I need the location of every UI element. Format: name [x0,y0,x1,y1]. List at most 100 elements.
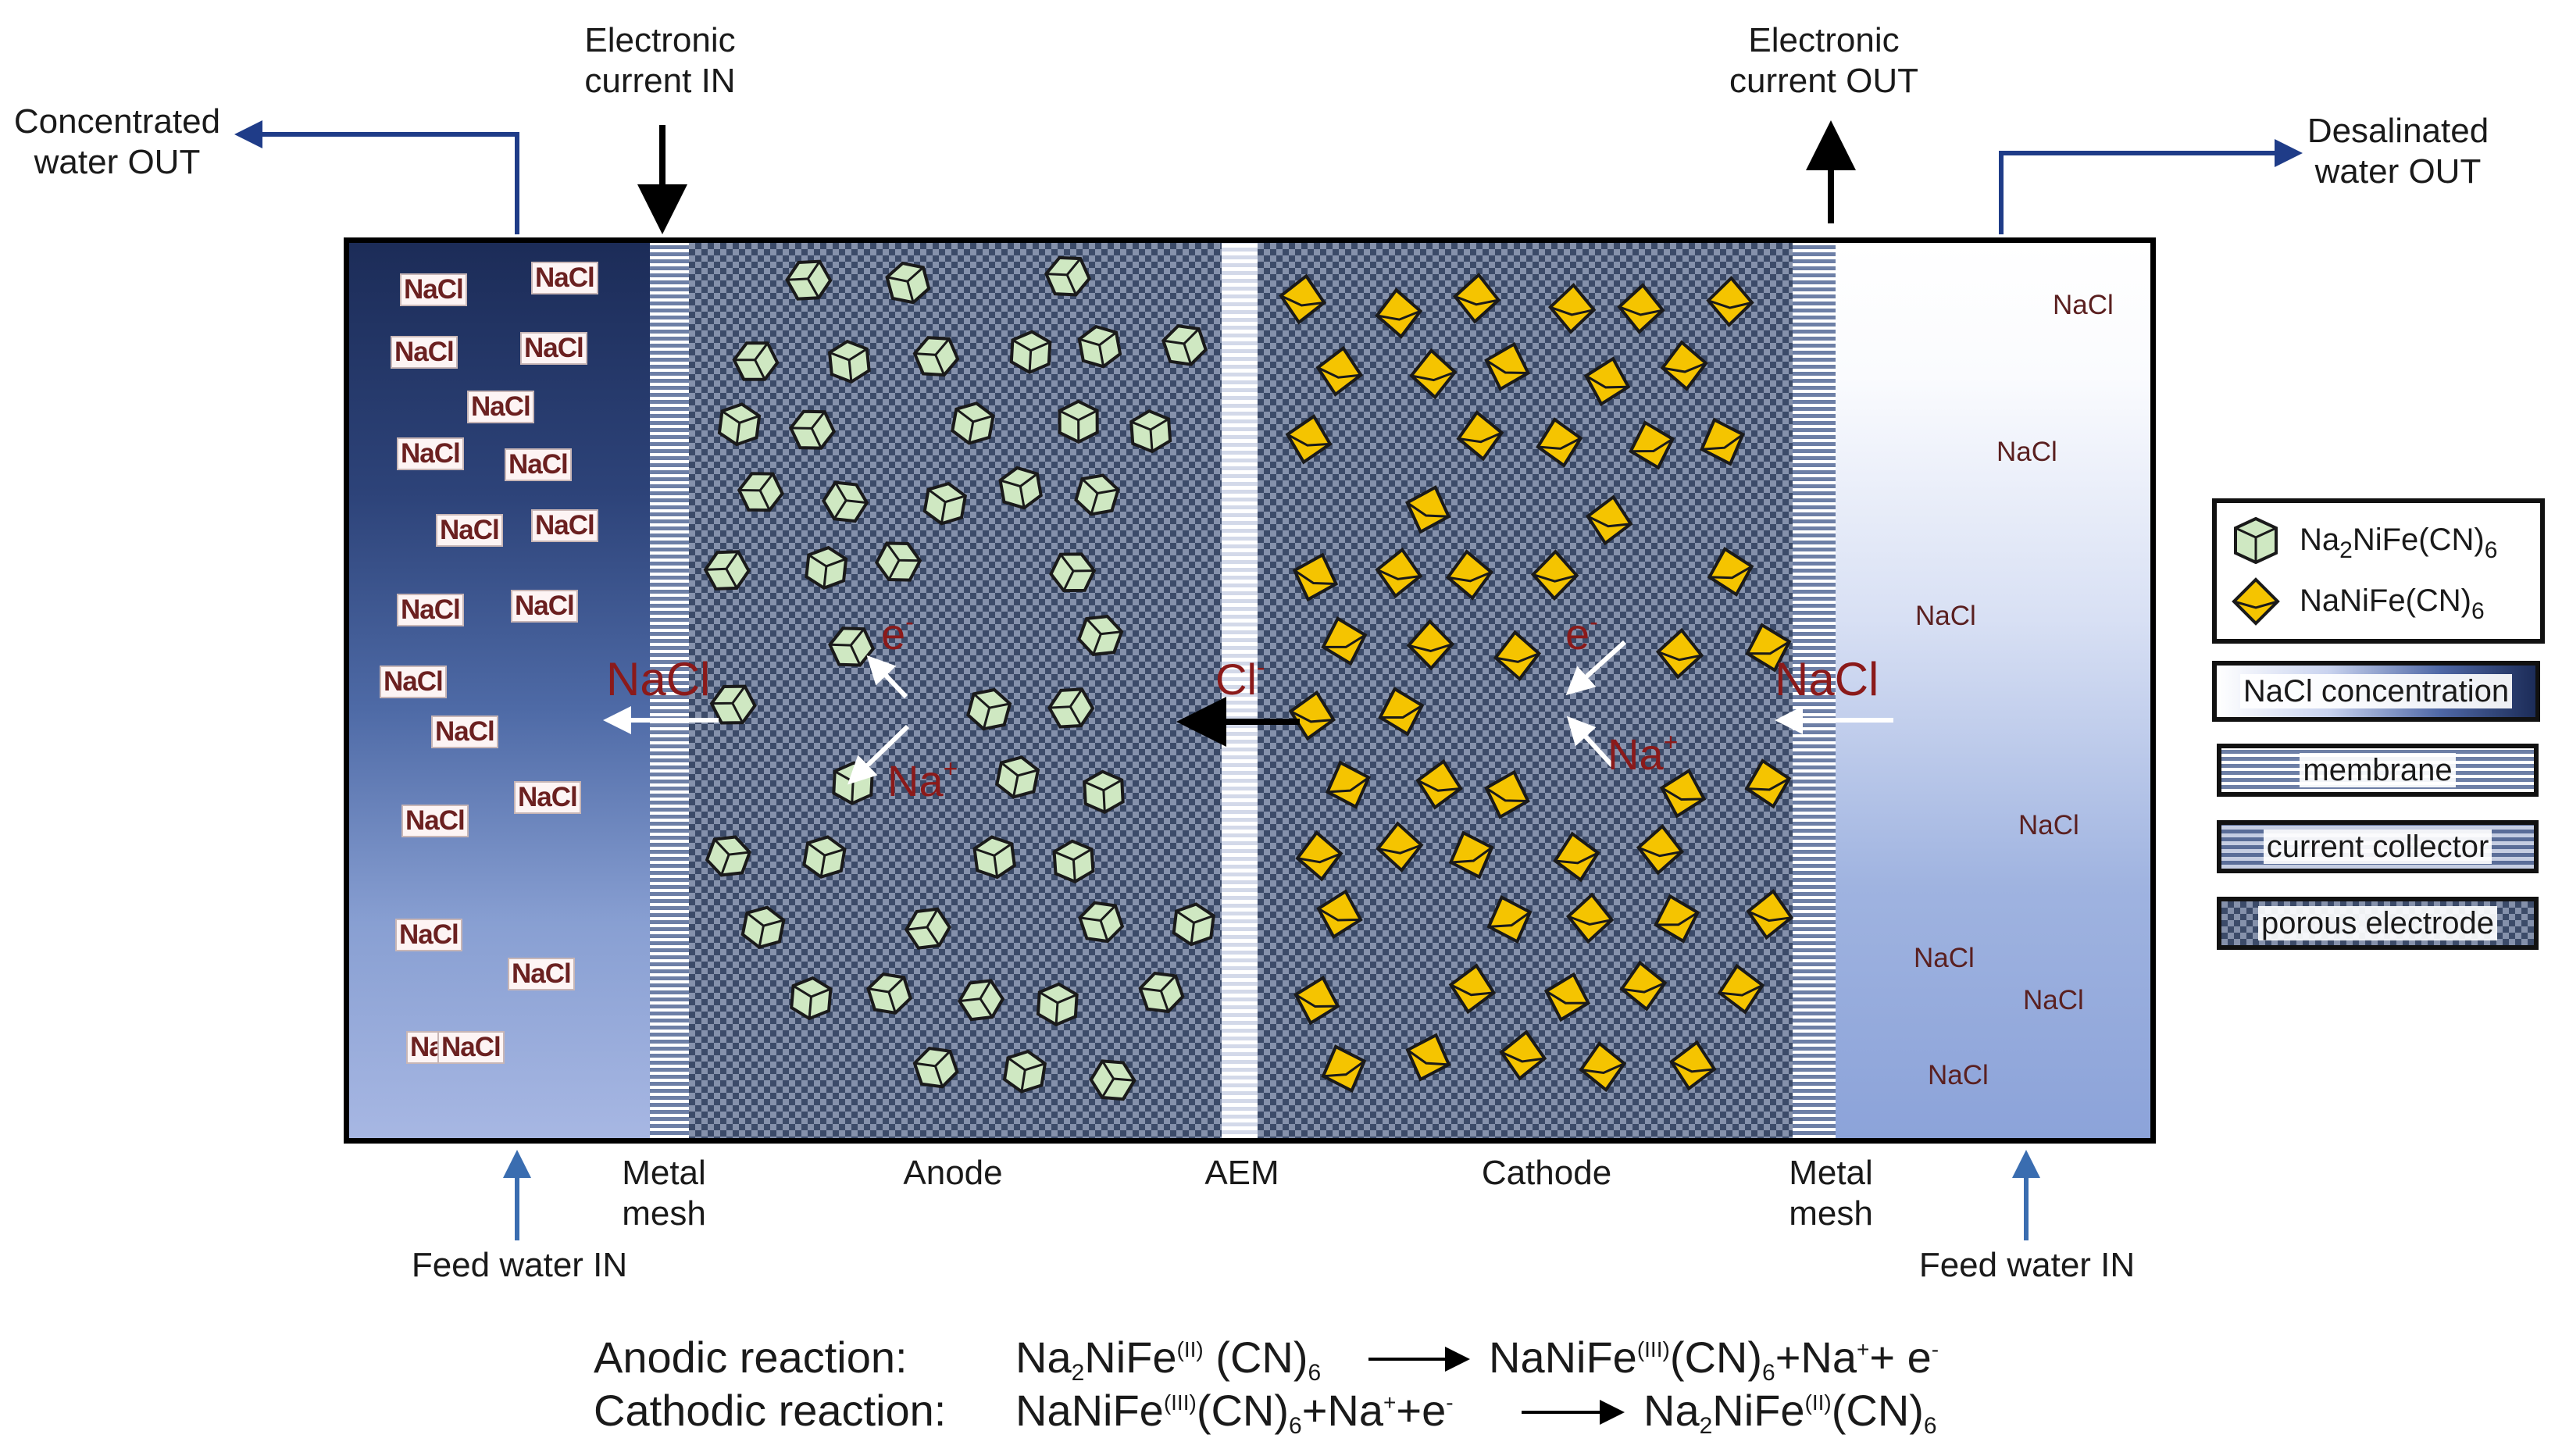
nacl-left-ion-label: NaCl [606,653,711,705]
right-metal-mesh [1793,243,1836,1138]
concentrated-out-arrow [234,120,519,234]
gold-crystal [1617,283,1665,334]
gold-crystal [1744,758,1792,809]
green-crystal [1052,839,1095,883]
green-crystal [827,339,871,384]
green-crystal [972,835,1016,880]
concentrated-nacl-label: NaCl [380,666,447,698]
gold-crystal [1375,287,1423,339]
gold-crystal [1717,963,1765,1015]
concentrated-nacl-label: NaCl [531,509,598,542]
gold-crystal [1499,1030,1547,1081]
concentrated-nacl-label: NaCl [397,437,464,470]
gold-crystal [1579,1040,1627,1093]
green-crystal [705,835,752,877]
gold-crystal [1484,341,1531,391]
gold-crystal [1655,627,1704,680]
gold-crystal [1669,1040,1717,1091]
desalinated-nacl-label: NaCl [2053,290,2114,320]
green-crystal [740,905,786,949]
legend-gold-crystal-label: NaNiFe(CN)6 [2300,583,2485,624]
left-metal-mesh [650,243,689,1138]
gold-crystal [1530,549,1579,601]
concentrated-nacl-label: NaCl [467,391,534,423]
gold-crystal [1315,345,1364,397]
gold-crystal [1566,892,1615,944]
electronic-current-out-label: Electronic current OUT [1729,21,1919,100]
gold-crystal [1636,823,1685,876]
green-crystal [1172,902,1215,947]
gold-crystal [1583,356,1631,407]
gold-crystal [1452,273,1501,324]
gold-crystal [1456,410,1504,462]
feed-water-in-right-label: Feed water IN [1918,1246,2136,1284]
concentrated-water-out-label: Concentrated water OUT [13,102,221,181]
legend-nacl-concentration: NaCl concentration [2212,661,2540,722]
green-crystal [995,755,1040,799]
green-crystal [1129,409,1172,454]
green-crystal [802,835,847,879]
green-crystal [998,466,1043,510]
green-crystal [737,472,784,512]
desalinated-water-out-label: Desalinated water OUT [2307,112,2489,191]
desalinated-nacl-label: NaCl [1914,943,1975,973]
gold-crystal [1746,889,1794,940]
green-crystal [1077,324,1122,369]
electronic-current-in-label: Electronic current IN [584,21,736,100]
concentrated-nacl-label: NaCl [436,514,503,547]
concentrated-nacl-label: NaCl [395,919,462,951]
concentrated-nacl-label: NaCl [391,336,458,369]
green-crystal [790,976,833,1021]
gold-crystal [1292,552,1339,602]
green-crystal [866,972,912,1015]
gold-crystal [1536,417,1583,468]
green-crystal [828,626,876,667]
green-crystal [874,541,922,582]
anodic-reaction-label: Anodic reaction: [594,1333,908,1382]
gold-crystal [1404,485,1451,534]
green-crystal [1058,399,1099,444]
green-crystal [1044,255,1091,297]
gold-crystal [1553,831,1600,883]
gold-crystal [1448,963,1497,1015]
gold-crystal [1279,273,1326,325]
nacl-right-ion-label: NaCl [1775,653,1879,705]
green-crystal [904,907,952,950]
feed-water-in-left-label: Feed water IN [411,1246,628,1284]
desalinated-nacl-label: NaCl [1915,601,1976,631]
desalinated-nacl-label: NaCl [1996,437,2057,467]
green-crystal [1002,1049,1047,1094]
gold-crystal [1619,960,1668,1012]
gold-crystal [1448,830,1494,880]
gold-crystal [1405,1033,1451,1082]
sodium-anode-arrow [847,724,910,785]
green-crystal [732,341,780,381]
metal-mesh-left-label: Metal mesh [622,1154,706,1233]
electron-anode-label: e- [881,608,914,658]
green-crystal [1078,901,1125,944]
gold-crystal [1745,623,1792,673]
gold-crystal [1295,830,1343,882]
gold-crystal [1486,895,1533,944]
gold-crystal [1406,619,1455,671]
legend-membrane: membrane [2217,744,2539,797]
gold-crystal [1654,894,1700,944]
gold-crystal [1415,758,1463,810]
desalination-cell [344,237,2156,1144]
anode-electrode [689,243,1222,1138]
green-crystal [1036,982,1079,1026]
desalinated-out-arrow [1999,139,2303,234]
aem-label: AEM [1204,1154,1279,1192]
crystal-particles [703,255,1794,1101]
gold-crystal [1629,420,1675,470]
green-crystal [789,409,837,450]
gold-crystal [1325,760,1371,809]
green-crystal [805,545,848,591]
gold-crystal [1543,972,1591,1022]
concentrated-nacl-label: NaCl [401,805,469,837]
gold-crystal [1585,494,1633,546]
sodium-anode-label: Na+ [887,755,958,805]
legend-current-collector: current collector [2217,820,2539,873]
